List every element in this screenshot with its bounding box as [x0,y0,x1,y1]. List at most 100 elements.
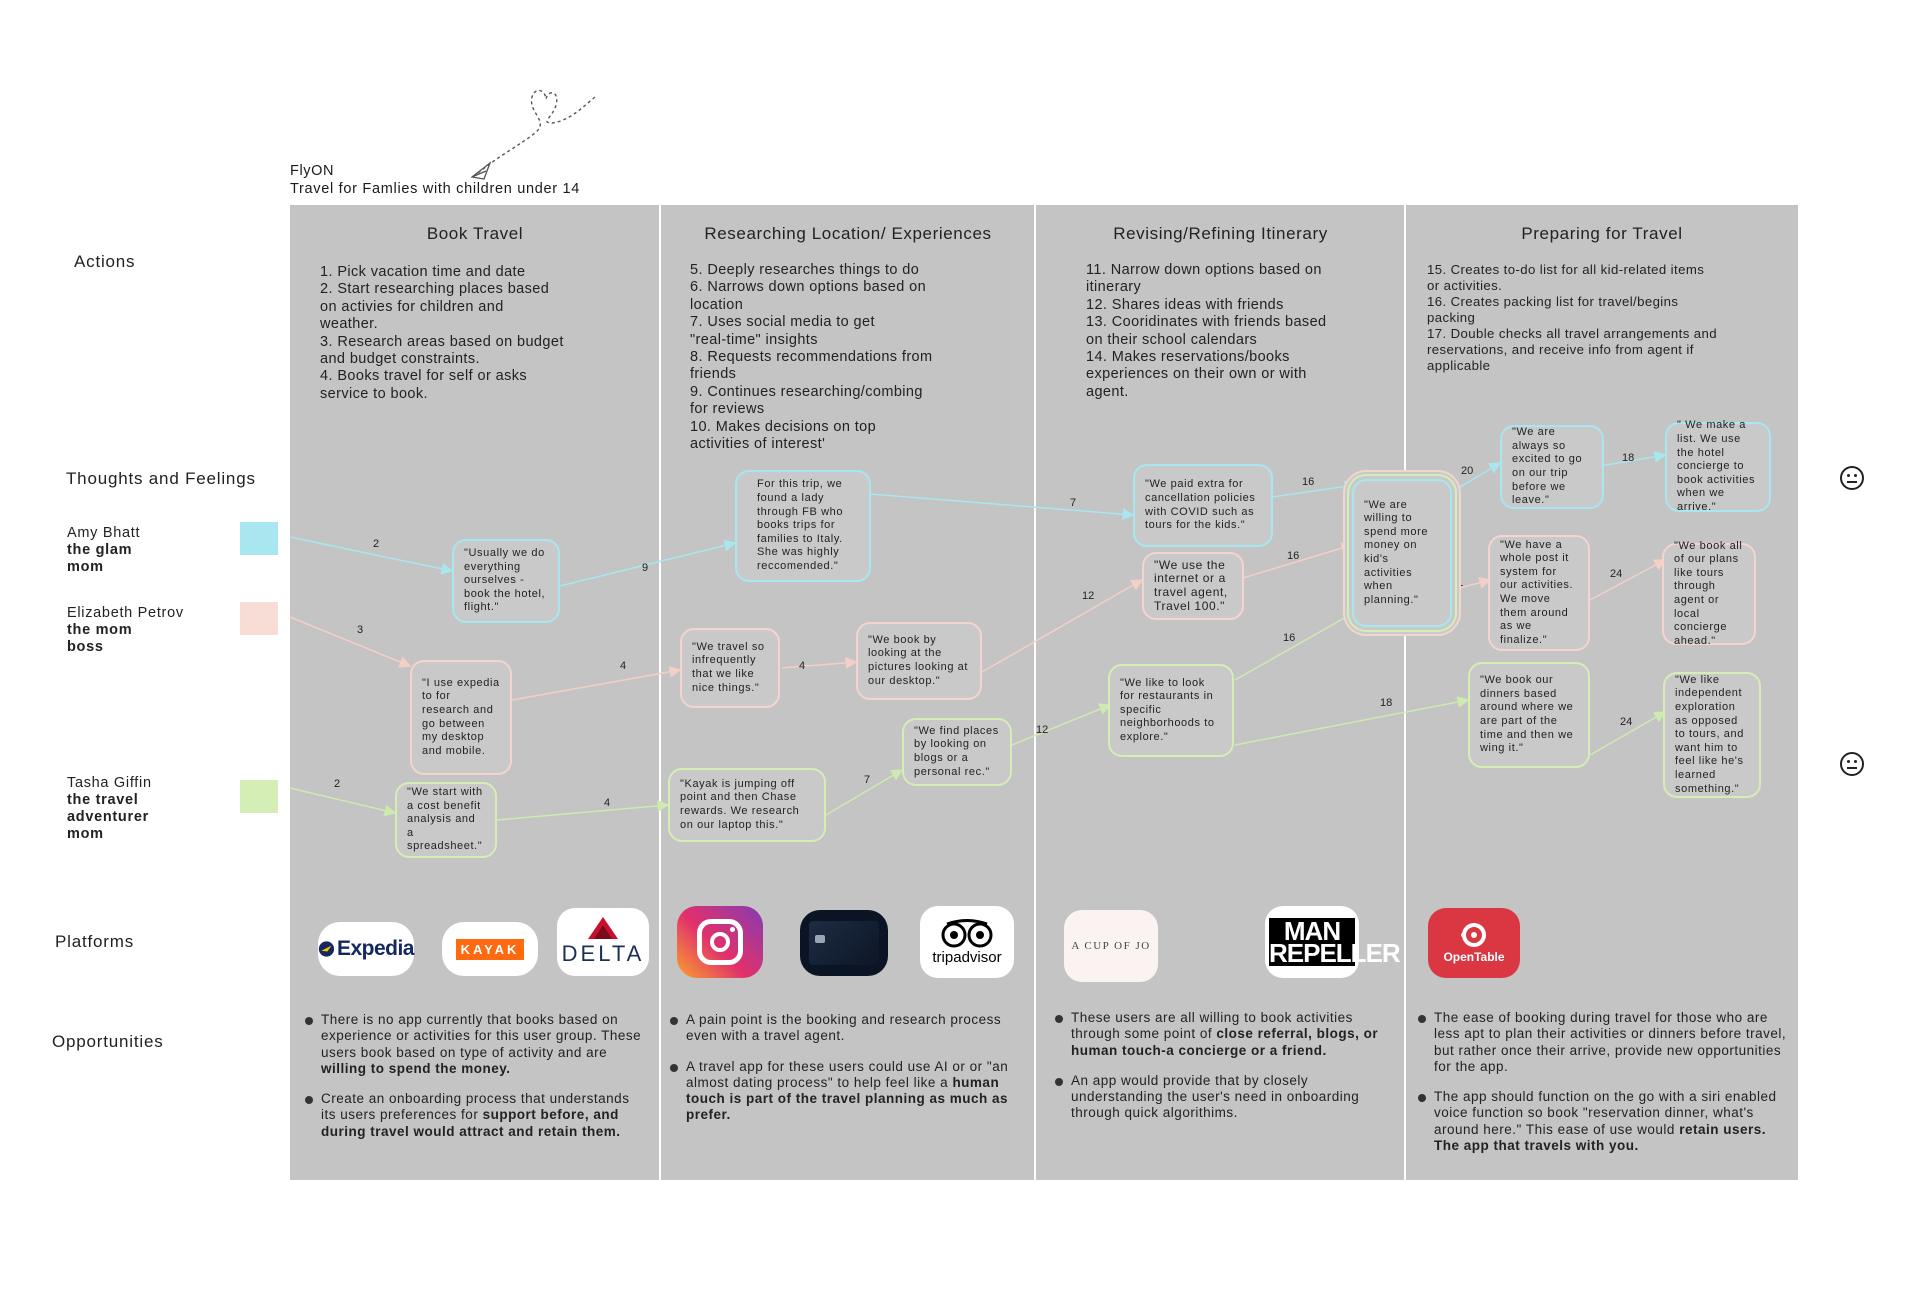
flow-arrow-elizabeth [982,580,1142,672]
flow-arrow-elizabeth [290,617,410,666]
thought-card: "We start with a cost benefit analysis a… [395,782,497,858]
opportunity-item: The app should function on the go with a… [1418,1089,1793,1154]
platform-name: KAYAK [456,939,525,960]
flow-number: 7 [864,774,870,786]
thought-card: "We book our dinners based around where … [1468,662,1590,768]
flow-number: 2 [373,538,379,550]
flow-arrow-elizabeth [782,662,856,668]
thought-text: "We use the internet or a travel agent, … [1154,559,1232,613]
expedia-logo: Expedia [318,922,414,976]
thought-text: " We make a list. We use the hotel conci… [1677,419,1759,514]
flow-number: 9 [642,562,648,574]
opportunity-item: There is no app currently that books bas… [305,1012,645,1077]
flow-arrow-tasha [1235,612,1355,680]
flow-number: 20 [1461,465,1473,477]
platform-name: MAN REPELLER [1269,918,1355,966]
thought-card: "We find places by looking on blogs or a… [902,718,1012,786]
thought-card: "We paid extra for cancellation policies… [1133,464,1273,547]
thought-text: "We like to look for restaurants in spec… [1120,677,1222,745]
thought-card: "We are willing to spend more money on k… [1352,479,1452,627]
tripadvisor-logo: tripadvisor [920,906,1014,978]
flow-arrow-elizabeth [512,670,680,700]
flow-arrow-amy [870,494,1133,515]
platform-name: A CUP OF JO [1071,940,1150,952]
thought-text: "We like independent exploration as oppo… [1675,674,1749,796]
platform-name: tripadvisor [932,949,1001,966]
thought-text: "We are always so excited to go on our t… [1512,426,1592,508]
instagram-camera-icon [697,919,743,965]
platform-name: DELTA [562,941,645,967]
tripadvisor-owl-icon [939,919,995,949]
flow-number: 16 [1302,476,1314,488]
opportunity-item: The ease of booking during travel for th… [1418,1010,1793,1075]
thought-text: "We have a whole post it system for our … [1500,539,1578,648]
thought-card: "We like to look for restaurants in spec… [1108,664,1234,757]
opportunity-item: A travel app for these users could use A… [670,1059,1025,1124]
flow-arrow-tasha [497,805,668,820]
opportunity-item: Create an onboarding process that unders… [305,1091,645,1140]
flow-arrow-tasha [1235,700,1468,745]
thought-text: "We are willing to spend more money on k… [1364,499,1440,608]
flow-arrow-amy [1452,463,1500,492]
flow-number: 16 [1287,550,1299,562]
flow-number: 18 [1380,697,1392,709]
flow-number: 3 [357,624,363,636]
flow-number: 18 [1622,452,1634,464]
flow-number: 12 [1036,724,1048,736]
phase-opportunities: The ease of booking during travel for th… [1418,1010,1793,1168]
platform-name: OpenTable [1443,950,1504,964]
flow-arrow-tasha [290,788,395,813]
thought-text: "We book by looking at the pictures look… [868,634,970,688]
chase-sapphire-card-logo [800,910,888,976]
thought-text: "We start with a cost benefit analysis a… [407,786,485,854]
thought-text: "We book our dinners based around where … [1480,674,1578,756]
thought-card: "We use the internet or a travel agent, … [1142,552,1244,620]
flow-arrow-elizabeth [1590,560,1665,600]
expedia-globe-icon [318,939,335,959]
phase-opportunities: There is no app currently that books bas… [305,1012,645,1154]
flow-number: 21 [1451,577,1463,589]
flow-arrow-tasha [1012,705,1110,745]
thought-card: " We make a list. We use the hotel conci… [1665,422,1771,512]
thought-text: "We book all of our plans like tours thr… [1674,540,1744,649]
thought-card: "Kayak is jumping off point and then Cha… [668,768,826,842]
man-repeller-logo: MAN REPELLER [1265,906,1359,978]
cup-of-jo-logo: A CUP OF JO [1064,910,1158,982]
opentable-logo: OpenTable [1428,908,1520,978]
thought-text: "We paid extra for cancellation policies… [1145,478,1261,532]
phase-opportunities: These users are all willing to book acti… [1055,1010,1400,1136]
delta-widget-icon [588,917,618,939]
instagram-logo [677,906,763,978]
thought-text: "Kayak is jumping off point and then Cha… [680,778,814,832]
thought-card: "We like independent exploration as oppo… [1663,672,1761,798]
flow-number: 12 [1082,590,1094,602]
thought-card: "We have a whole post it system for our … [1488,535,1590,651]
neutral-face-icon [1840,752,1864,776]
flow-number: 7 [1070,497,1076,509]
flow-number: 4 [799,660,805,672]
neutral-face-icon [1840,466,1864,490]
thought-card: "Usually we do everything ourselves -boo… [452,539,560,623]
flow-number: 4 [604,797,610,809]
flow-number: 4 [620,660,626,672]
flow-number: 16 [1283,632,1295,644]
thought-text: "We travel so infrequently that we like … [692,641,768,695]
thought-text: "We find places by looking on blogs or a… [914,725,1000,779]
opportunity-item: An app would provide that by closely und… [1055,1073,1400,1122]
phase-opportunities: A pain point is the booking and research… [670,1012,1025,1138]
opportunity-item: These users are all willing to book acti… [1055,1010,1400,1059]
flow-arrow-amy [290,537,452,571]
thought-text: For this trip, we found a lady through F… [757,478,859,573]
platform-name: Expedia [337,937,414,961]
opportunity-item: A pain point is the booking and research… [670,1012,1025,1045]
delta-logo: DELTA [557,908,649,976]
thought-card: For this trip, we found a lady through F… [735,470,871,582]
thought-card: "We book all of our plans like tours thr… [1662,543,1756,645]
flow-number: 24 [1610,568,1622,580]
thought-card: "We book by looking at the pictures look… [856,622,982,700]
flow-number: 24 [1620,716,1632,728]
thought-card: "I use expedia to for research and go be… [410,660,512,775]
thought-text: "I use expedia to for research and go be… [422,677,500,759]
kayak-logo: KAYAK [442,922,538,976]
thought-card: "We are always so excited to go on our t… [1500,425,1604,509]
